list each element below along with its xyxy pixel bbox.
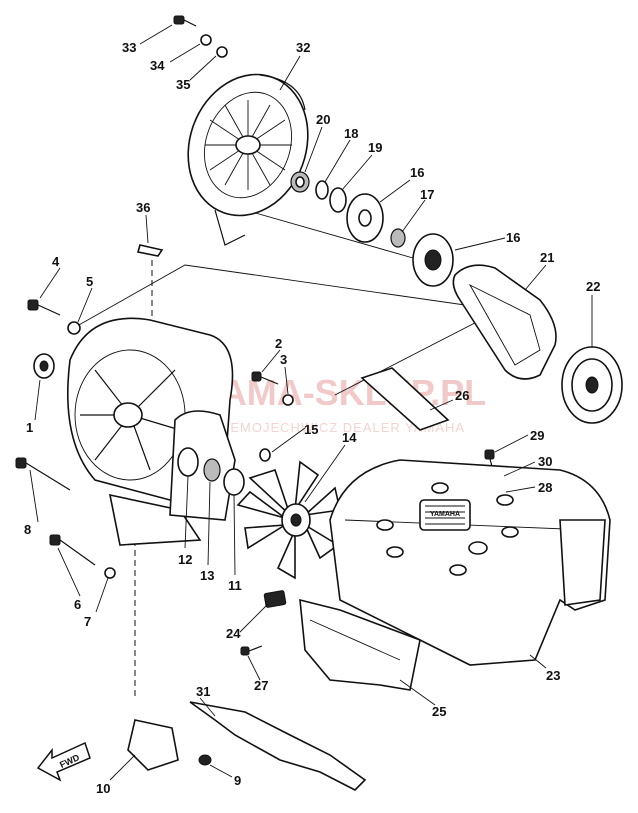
part-label-23: 23 xyxy=(546,668,560,683)
clip-24 xyxy=(263,590,287,608)
grommet-15 xyxy=(259,448,271,462)
bolt-2 xyxy=(251,371,279,385)
v-belt-21 xyxy=(452,264,557,380)
bolt-8 xyxy=(15,457,71,491)
part-label-35: 35 xyxy=(176,77,190,92)
recoil-starter-housing xyxy=(187,73,309,246)
part-label-30: 30 xyxy=(538,454,552,469)
pulley-half-16-upper xyxy=(346,193,384,243)
washer-5 xyxy=(67,321,81,335)
part-label-16b: 16 xyxy=(506,230,520,245)
shroud-cover-23: YAMAHA xyxy=(329,459,611,666)
part-label-10: 10 xyxy=(96,781,110,796)
center-plate xyxy=(169,410,236,521)
part-label-17: 17 xyxy=(420,187,434,202)
clip-36 xyxy=(136,244,164,257)
lower-duct-25 xyxy=(299,598,421,691)
part-label-9: 9 xyxy=(234,773,241,788)
seal-12 xyxy=(177,447,199,477)
bolt-29 xyxy=(484,449,495,471)
part-label-31: 31 xyxy=(196,684,210,699)
pad-26 xyxy=(360,367,450,431)
part-label-14: 14 xyxy=(342,430,357,445)
washer-18 xyxy=(315,180,329,200)
part-label-13: 13 xyxy=(200,568,214,583)
bolt-33 xyxy=(173,15,197,27)
part-label-32: 32 xyxy=(296,40,310,55)
washer-35 xyxy=(216,46,228,58)
cover-logo: YAMAHA xyxy=(430,511,460,518)
part-label-24: 24 xyxy=(226,626,241,641)
part-label-16a: 16 xyxy=(410,165,424,180)
bolt-6 xyxy=(49,534,96,566)
leader-lines xyxy=(29,24,593,781)
bracket-31 xyxy=(189,701,367,791)
part-label-19: 19 xyxy=(368,140,382,155)
part-label-26: 26 xyxy=(455,388,469,403)
pulley-22 xyxy=(561,346,623,424)
nut-9 xyxy=(198,754,212,766)
part-label-36: 36 xyxy=(136,200,150,215)
watermark-subtitle: DEMOJECHWICZ DEALER YAMAHA xyxy=(220,420,465,435)
part-label-6: 6 xyxy=(74,597,81,612)
part-label-29: 29 xyxy=(530,428,544,443)
seal-1 xyxy=(33,353,55,379)
pulley-half-16-lower xyxy=(412,233,454,287)
part-label-4: 4 xyxy=(52,254,60,269)
part-label-5: 5 xyxy=(86,274,93,289)
part-label-34: 34 xyxy=(150,58,165,73)
part-label-1: 1 xyxy=(26,420,33,435)
ring-19 xyxy=(329,187,347,213)
part-label-15: 15 xyxy=(304,422,318,437)
part-label-28: 28 xyxy=(538,480,552,495)
part-label-3: 3 xyxy=(280,352,287,367)
watermark-brand: YAMA-SKLEP.PL xyxy=(200,372,486,413)
part-label-22: 22 xyxy=(586,279,600,294)
part-label-11: 11 xyxy=(228,578,242,593)
seal-11 xyxy=(223,468,245,496)
screw-27 xyxy=(240,645,263,656)
part-labels: 33 34 35 32 20 18 19 16 17 16 21 22 36 4… xyxy=(24,40,600,796)
washer-34 xyxy=(200,34,212,46)
washer-3 xyxy=(282,394,294,406)
bearing-13 xyxy=(203,458,221,482)
part-label-33: 33 xyxy=(122,40,136,55)
part-label-20: 20 xyxy=(316,112,330,127)
part-label-25: 25 xyxy=(432,704,446,719)
part-label-2: 2 xyxy=(275,336,282,351)
part-label-21: 21 xyxy=(540,250,554,265)
cover-plate-10 xyxy=(127,719,179,771)
bolt-4 xyxy=(27,299,61,316)
part-label-12: 12 xyxy=(178,552,192,567)
spacer-17 xyxy=(390,228,406,248)
cooling-fan-14 xyxy=(236,460,341,580)
part-label-7: 7 xyxy=(84,614,91,629)
part-label-18: 18 xyxy=(344,126,358,141)
fwd-arrow-icon: FWD xyxy=(36,741,91,782)
part-label-27: 27 xyxy=(254,678,268,693)
spacer-20 xyxy=(290,171,310,193)
part-label-8: 8 xyxy=(24,522,31,537)
washer-7 xyxy=(104,567,116,579)
